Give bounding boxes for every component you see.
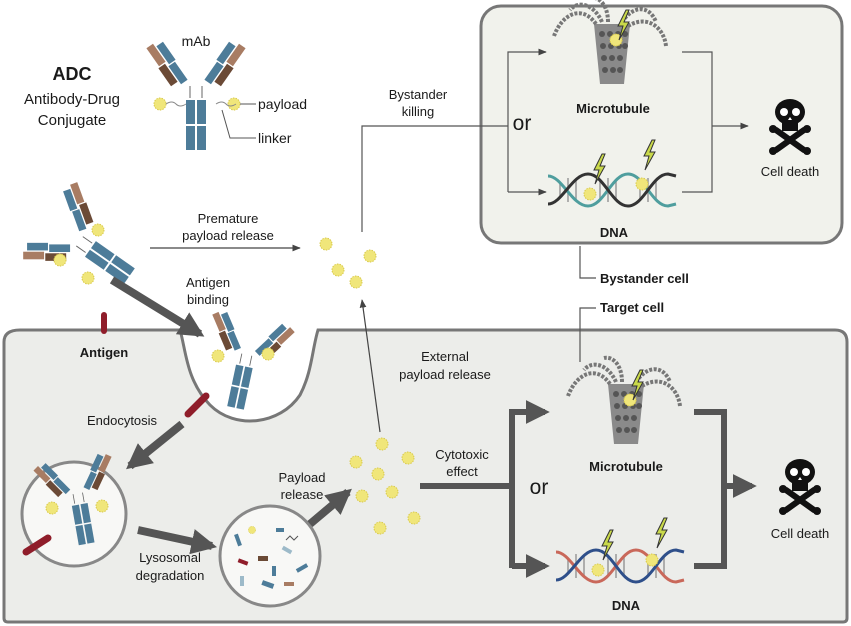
- bystander-dna-label: DNA: [600, 225, 629, 240]
- premature-line1: Premature: [198, 211, 259, 226]
- antibody-fragments: [234, 526, 309, 589]
- cytotoxic-line2: effect: [446, 464, 478, 479]
- antigen-binding-line1: Antigen: [186, 275, 230, 290]
- bystander-cell-label: Bystander cell: [600, 271, 689, 286]
- target-dna-label: DNA: [612, 598, 641, 613]
- bystander-microtubule-label: Microtubule: [576, 101, 650, 116]
- bystander-killing-line2: killing: [402, 104, 435, 119]
- bystander-cell-death: Cell death: [761, 164, 820, 179]
- antigen-label: Antigen: [80, 345, 128, 360]
- legend-linker: linker: [258, 130, 292, 146]
- released-payloads-extracellular: [319, 237, 377, 289]
- endocytosis-label: Endocytosis: [87, 413, 158, 428]
- antigen-marker: [101, 312, 107, 334]
- external-line2: payload release: [399, 367, 491, 382]
- antigen-binding-line2: binding: [187, 292, 229, 307]
- target-microtubule-label: Microtubule: [589, 459, 663, 474]
- target-cell-death: Cell death: [771, 526, 830, 541]
- lysosome: [218, 504, 322, 608]
- title: ADC: [53, 64, 92, 84]
- cytotoxic-line1: Cytotoxic: [435, 447, 489, 462]
- legend-mab: mAb: [182, 33, 211, 49]
- legend-payload: payload: [258, 96, 307, 112]
- target-cell-label: Target cell: [600, 300, 664, 315]
- or-bystander: or: [513, 112, 532, 135]
- legend-antibody: [145, 41, 247, 151]
- lysosomal-line1: Lysosomal: [139, 550, 201, 565]
- lysosomal-line2: degradation: [136, 568, 205, 583]
- premature-line2: payload release: [182, 228, 274, 243]
- subtitle-line1: Antibody-Drug: [24, 91, 120, 108]
- bystander-killing-line1: Bystander: [389, 87, 448, 102]
- subtitle-line2: Conjugate: [38, 112, 106, 129]
- payload-release-line2: release: [281, 487, 324, 502]
- payload-release-line1: Payload: [279, 470, 326, 485]
- or-target: or: [530, 476, 549, 499]
- bound-adc: [184, 308, 297, 418]
- external-line1: External: [421, 349, 469, 364]
- endosome-adc: [22, 451, 127, 556]
